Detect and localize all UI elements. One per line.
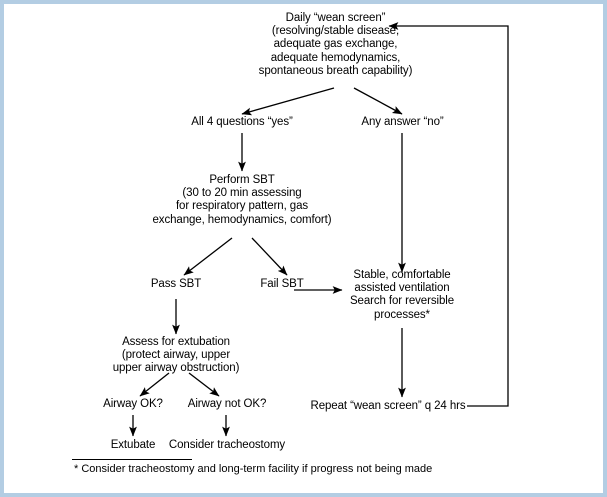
node-perform-sbt[interactable]: Perform SBT (30 to 20 min assessing for … <box>152 174 332 226</box>
node-airway-not-ok[interactable]: Airway not OK? <box>187 398 267 410</box>
connector-assess-to-airway-not-ok <box>188 372 220 397</box>
node-airway-ok[interactable]: Airway OK? <box>103 398 163 410</box>
connector-screen-to-all-yes <box>241 87 335 116</box>
flowchart-canvas: Daily “wean screen” (resolving/stable di… <box>4 4 603 493</box>
node-any-answer-no[interactable]: Any answer “no” <box>361 116 444 128</box>
connector-sbt-to-fail <box>251 237 288 276</box>
footnote-divider <box>72 459 192 460</box>
node-fail-sbt[interactable]: Fail SBT <box>260 278 304 290</box>
node-assess-for-extubation[interactable]: Assess for extubation (protect airway, u… <box>112 336 240 375</box>
connector-screen-to-any-no <box>353 87 403 115</box>
node-repeat-wean-screen[interactable]: Repeat “wean screen” q 24 hrs <box>310 400 466 412</box>
node-stable-comfortable-assisted-ventilation[interactable]: Stable, comfortable assisted ventilation… <box>349 269 454 321</box>
connector-sbt-to-pass <box>183 237 233 276</box>
footnote-text: * Consider tracheostomy and long-term fa… <box>74 463 433 475</box>
connector-assess-to-airway-ok <box>139 372 170 397</box>
node-consider-tracheostomy[interactable]: Consider tracheostomy <box>168 439 286 451</box>
node-pass-sbt[interactable]: Pass SBT <box>150 278 202 290</box>
connector-repeat-feedback-loop <box>388 22 509 407</box>
node-all-4-questions-yes[interactable]: All 4 questions “yes” <box>191 116 293 128</box>
node-extubate[interactable]: Extubate <box>110 439 156 451</box>
node-daily-wean-screen[interactable]: Daily “wean screen” (resolving/stable di… <box>258 12 413 77</box>
